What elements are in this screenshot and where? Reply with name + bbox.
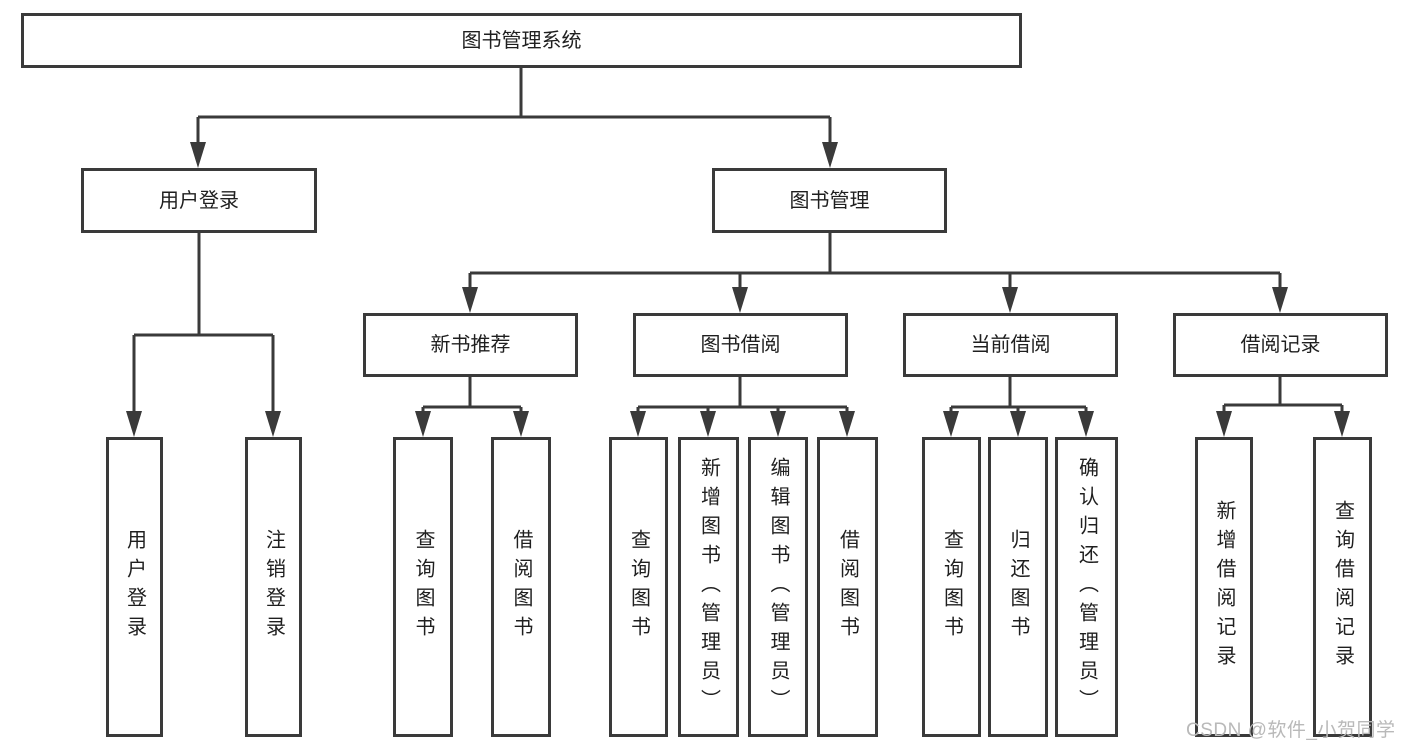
leaf-confirm-return-admin-label: 确认归还（管理员） (1075, 456, 1098, 718)
leaf-confirm-return-admin: 确认归还（管理员） (1055, 437, 1118, 737)
arrow-icon (839, 411, 855, 437)
leaf-edit-book-admin: 编辑图书（管理员） (748, 437, 808, 737)
leaf-borrow-books-recommend: 借阅图书 (491, 437, 551, 737)
leaf-add-book-admin: 新增图书（管理员） (678, 437, 739, 737)
node-user-login-label: 用户登录 (159, 189, 239, 212)
node-borrowing-records-label: 借阅记录 (1240, 334, 1321, 356)
leaf-logout: 注销登录 (245, 437, 302, 737)
node-current-borrowing: 当前借阅 (903, 313, 1118, 377)
leaf-query-borrow-record-label: 查询借阅记录 (1331, 500, 1354, 674)
arrow-icon (770, 411, 786, 437)
node-borrowing-records: 借阅记录 (1173, 313, 1388, 377)
leaf-add-borrow-record-label: 新增借阅记录 (1213, 500, 1235, 674)
node-user-login: 用户登录 (81, 168, 317, 233)
leaf-query-books-recommend-label: 查询图书 (412, 529, 434, 645)
leaf-query-books-current-label: 查询图书 (940, 529, 963, 645)
arrow-icon (1334, 411, 1350, 437)
arrow-icon (126, 411, 142, 437)
leaf-query-books-borrowing: 查询图书 (609, 437, 668, 737)
leaf-user-login: 用户登录 (106, 437, 163, 737)
csdn-watermark: CSDN @软件_小贺同学 (1186, 720, 1396, 741)
leaf-borrow-books-borrowing: 借阅图书 (817, 437, 878, 737)
leaf-borrow-books-recommend-label: 借阅图书 (510, 529, 532, 645)
arrow-icon (943, 411, 959, 437)
node-new-book-recommend-label: 新书推荐 (430, 334, 511, 356)
leaf-add-borrow-record: 新增借阅记录 (1195, 437, 1253, 737)
leaf-return-book: 归还图书 (988, 437, 1048, 737)
leaf-add-book-admin-label: 新增图书（管理员） (697, 456, 720, 718)
node-system-root-label: 图书管理系统 (461, 29, 582, 52)
arrow-icon (1010, 411, 1026, 437)
arrow-icon (513, 411, 529, 437)
arrow-icon (630, 411, 646, 437)
arrow-icon (822, 142, 838, 168)
node-book-management: 图书管理 (712, 168, 947, 233)
node-book-management-label: 图书管理 (789, 189, 870, 212)
arrow-icon (190, 142, 206, 168)
node-current-borrowing-label: 当前借阅 (970, 334, 1051, 356)
arrow-icon (462, 287, 478, 313)
leaf-borrow-books-borrowing-label: 借阅图书 (836, 529, 859, 645)
node-book-borrowing-label: 图书借阅 (700, 334, 781, 356)
leaf-query-books-current: 查询图书 (922, 437, 981, 737)
arrow-icon (1272, 287, 1288, 313)
leaf-return-book-label: 归还图书 (1007, 529, 1029, 645)
node-system-root: 图书管理系统 (21, 13, 1022, 68)
leaf-user-login-label: 用户登录 (123, 529, 146, 645)
leaf-query-books-borrowing-label: 查询图书 (627, 529, 650, 645)
arrow-icon (265, 411, 281, 437)
arrow-icon (415, 411, 431, 437)
node-book-borrowing: 图书借阅 (633, 313, 848, 377)
leaf-logout-label: 注销登录 (262, 529, 285, 645)
arrow-icon (700, 411, 716, 437)
leaf-query-borrow-record: 查询借阅记录 (1313, 437, 1372, 737)
arrow-icon (1216, 411, 1232, 437)
node-new-book-recommend: 新书推荐 (363, 313, 578, 377)
arrow-icon (1078, 411, 1094, 437)
leaf-edit-book-admin-label: 编辑图书（管理员） (767, 456, 789, 718)
arrowheads (126, 142, 1350, 437)
arrow-icon (732, 287, 748, 313)
leaf-query-books-recommend: 查询图书 (393, 437, 453, 737)
arrow-icon (1002, 287, 1018, 313)
